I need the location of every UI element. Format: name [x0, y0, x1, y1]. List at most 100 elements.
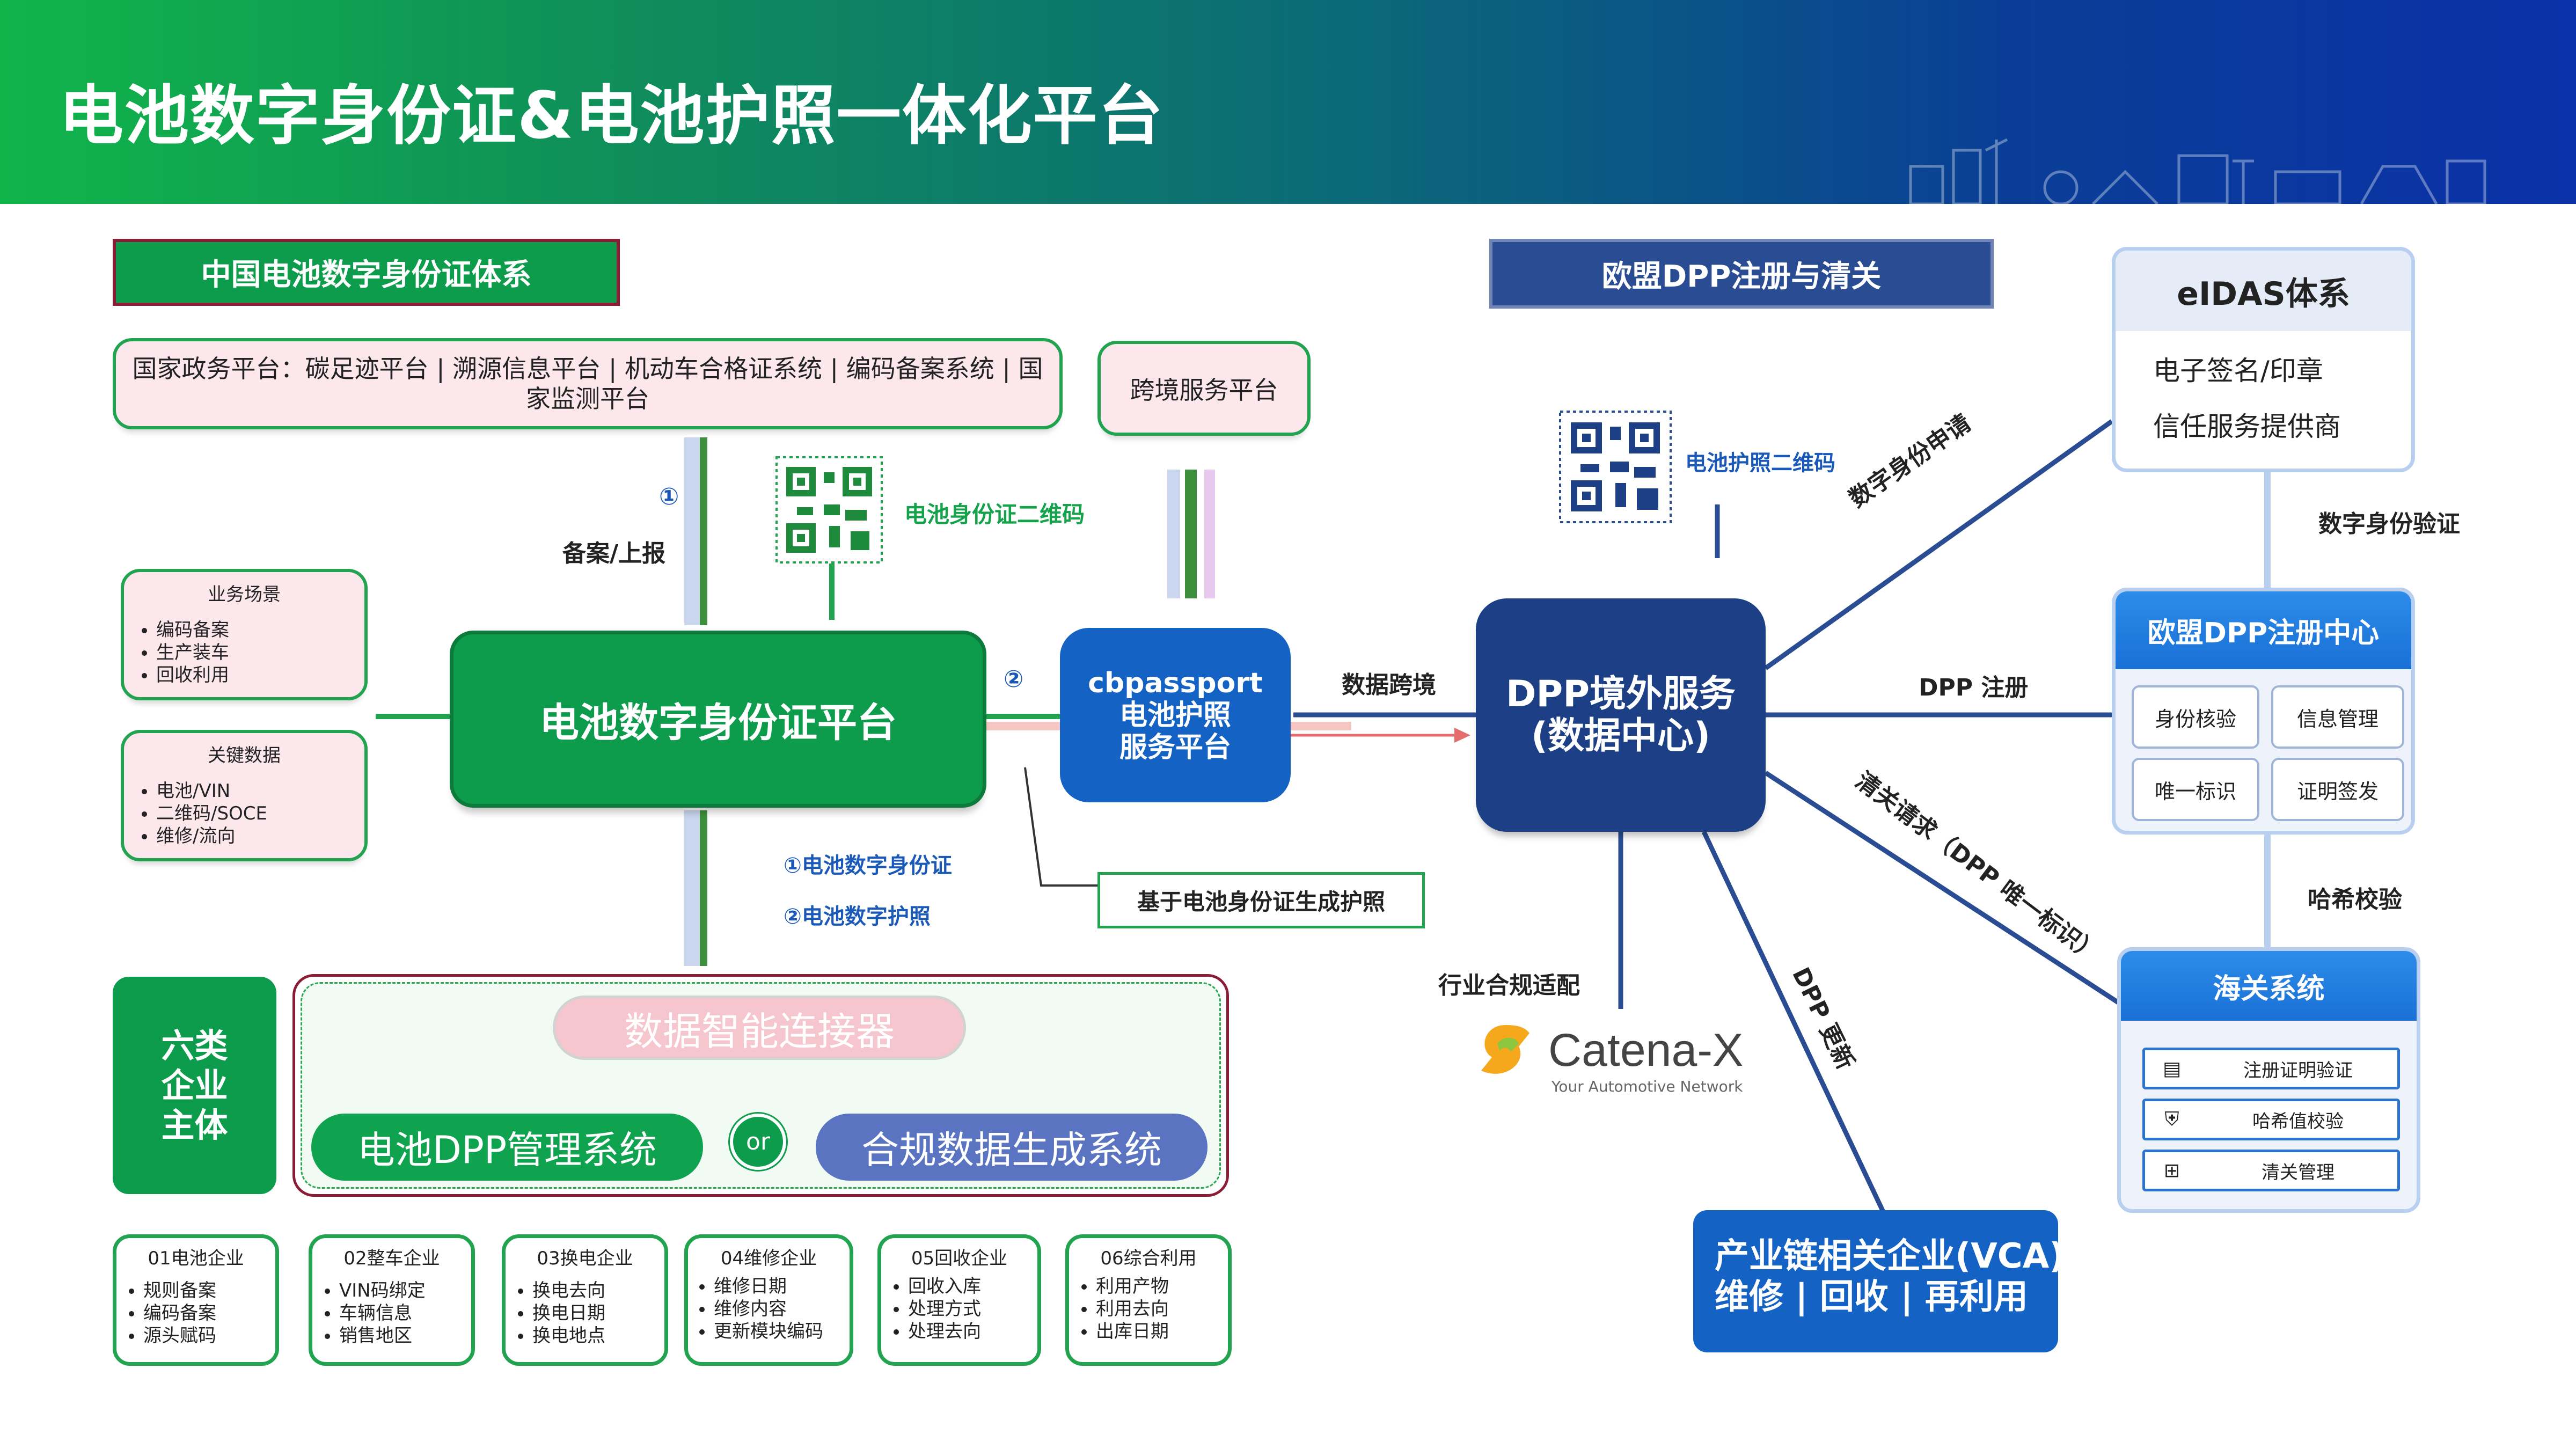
- battery-passport-qr-label: 电池护照二维码: [1685, 451, 1835, 475]
- eu-section-title: 欧盟DPP注册与清关: [1489, 239, 1994, 309]
- catena-x-tagline: Your Automotive Network: [1552, 1078, 1743, 1095]
- battery-id-qr-label: 电池身份证二维码: [904, 501, 1085, 528]
- enterprise-card-title: 06综合利用: [1100, 1248, 1197, 1269]
- customs-clearance-management: ⊞ 清关管理: [2142, 1150, 2400, 1191]
- customs-registration-verify: ▤ 注册证明验证: [2142, 1048, 2400, 1089]
- battery-id-platform[interactable]: 电池数字身份证平台: [450, 631, 986, 808]
- cbpassport-platform[interactable]: cbpassport 电池护照 服务平台: [1060, 628, 1291, 802]
- dpp-service-name: DPP境外服务: [1505, 672, 1736, 715]
- page-title: 电池数字身份证&电池护照一体化平台: [59, 79, 1164, 153]
- enterprise-card-item: 维修日期: [714, 1275, 843, 1298]
- cross-border-platform-box: 跨境服务平台: [1097, 341, 1311, 436]
- customs-title: 海关系统: [2121, 951, 2417, 1021]
- id-card-icon: ▤: [2162, 1057, 2181, 1080]
- vca-title: 产业链相关企业(VCA): [1715, 1236, 2065, 1276]
- catena-x-mark-icon: [1481, 1025, 1529, 1074]
- enterprise-card-battery: 01电池企业 规则备案编码备案源头赋码: [113, 1234, 279, 1366]
- registry-certificate-issue: 证明签发: [2271, 758, 2404, 821]
- legend-battery-passport: ②电池数字护照: [784, 904, 931, 929]
- enterprise-card-item: 销售地区: [339, 1324, 464, 1347]
- cbpassport-name: cbpassport: [1088, 667, 1263, 699]
- catena-x-logo: Catena-X Your Automotive Network: [1468, 1014, 1747, 1106]
- china-section-title: 中国电池数字身份证体系: [113, 239, 620, 306]
- vca-enterprises[interactable]: 产业链相关企业(VCA) 维修 | 回收 | 再利用: [1693, 1210, 2065, 1352]
- scenarios-box: 业务场景 编码备案 生产装车 回收利用: [121, 569, 368, 700]
- customs-hash-verify: ⛨ 哈希值校验: [2142, 1099, 2400, 1140]
- or-badge: or: [730, 1114, 786, 1170]
- data-cross-border-label: 数据跨境: [1342, 671, 1436, 699]
- shield-icon: ⛨: [2164, 1108, 2179, 1130]
- battery-id-qr-icon: [775, 456, 883, 564]
- key-data-box: 关键数据 电池/VIN 二维码/SOCE 维修/流向: [121, 730, 368, 861]
- enterprise-card-item: 回收入库: [908, 1275, 1030, 1298]
- customs-item-label: 清关管理: [2262, 1161, 2334, 1183]
- scenario-item: 回收利用: [156, 664, 352, 686]
- enterprise-card-title: 01电池企业: [148, 1248, 244, 1269]
- enterprise-card-item: 更新模块编码: [714, 1320, 843, 1343]
- eu-dpp-registry: 欧盟DPP注册中心 身份核验 信息管理 唯一标识 证明签发: [2112, 588, 2415, 835]
- enterprise-card-battery-swap: 03换电企业 换电去向换电日期换电地点: [502, 1234, 668, 1366]
- scenario-item: 编码备案: [156, 619, 352, 641]
- battery-dpp-management-system[interactable]: 电池DPP管理系统: [311, 1114, 703, 1181]
- skyline-decoration: [1909, 138, 2486, 204]
- enterprise-card-title: 04维修企业: [720, 1248, 817, 1269]
- enterprise-card-item: 换电去向: [532, 1279, 657, 1302]
- data-smart-connector[interactable]: 数据智能连接器: [553, 996, 966, 1060]
- compliance-data-generation-system[interactable]: 合规数据生成系统: [816, 1114, 1208, 1181]
- enterprise-card-item: 车辆信息: [339, 1302, 464, 1324]
- enterprise-card-item: 维修内容: [714, 1298, 843, 1320]
- enterprise-card-item: 利用产物: [1096, 1275, 1220, 1298]
- step1-marker: ①: [659, 483, 679, 510]
- enterprise-card-item: 编码备案: [143, 1302, 268, 1324]
- customs-system: 海关系统 ▤ 注册证明验证 ⛨ 哈希值校验 ⊞ 清关管理: [2117, 947, 2420, 1213]
- key-data-item: 维修/流向: [156, 825, 352, 847]
- cbpassport-line3: 服务平台: [1119, 731, 1231, 764]
- hash-check-label: 哈希校验: [2308, 886, 2402, 913]
- key-data-title: 关键数据: [208, 745, 281, 766]
- enterprise-card-utilization: 06综合利用 利用产物利用去向出库日期: [1065, 1234, 1232, 1366]
- enterprise-card-title: 05回收企业: [911, 1248, 1008, 1269]
- eidas-title: eIDAS体系: [2116, 251, 2411, 331]
- six-enterprise-types: 六类 企业 主体: [113, 977, 276, 1194]
- filing-label: 备案/上报: [562, 540, 666, 567]
- key-data-item: 二维码/SOCE: [156, 802, 352, 825]
- customs-item-label: 哈希值校验: [2252, 1110, 2344, 1132]
- registry-info-management: 信息管理: [2271, 685, 2404, 749]
- enterprise-card-item: 利用去向: [1096, 1298, 1220, 1320]
- digital-id-verify-label: 数字身份验证: [2318, 510, 2460, 538]
- dpp-service-sub: (数据中心): [1531, 714, 1711, 757]
- enterprise-card-recycling: 05回收企业 回收入库处理方式处理去向: [877, 1234, 1041, 1366]
- step2-marker: ②: [1004, 665, 1024, 693]
- enterprise-card-repair: 04维修企业 维修日期维修内容更新模块编码: [684, 1234, 853, 1366]
- enterprise-card-item: VIN码绑定: [339, 1279, 464, 1302]
- cbpassport-line2: 电池护照: [1119, 699, 1231, 731]
- legend-battery-id: ①电池数字身份证: [784, 853, 952, 878]
- enterprise-card-item: 处理方式: [908, 1298, 1030, 1320]
- enterprise-card-title: 02整车企业: [343, 1248, 440, 1269]
- scenario-item: 生产装车: [156, 641, 352, 664]
- eu-registry-title: 欧盟DPP注册中心: [2116, 591, 2411, 669]
- registry-unique-id: 唯一标识: [2132, 758, 2259, 821]
- enterprise-card-item: 处理去向: [908, 1320, 1030, 1343]
- registry-identity-check: 身份核验: [2132, 685, 2259, 749]
- vca-subtitle: 维修 | 回收 | 再利用: [1715, 1277, 2028, 1317]
- eidas-item: 电子签名/印章: [2153, 355, 2323, 386]
- dpp-register-label: DPP 注册: [1919, 674, 2029, 701]
- key-data-item: 电池/VIN: [156, 780, 352, 802]
- industry-compliance-label: 行业合规适配: [1438, 972, 1580, 999]
- enterprise-card-item: 规则备案: [143, 1279, 268, 1302]
- enterprise-card-item: 出库日期: [1096, 1320, 1220, 1343]
- enterprise-card-item: 换电日期: [532, 1302, 657, 1324]
- enterprise-card-title: 03换电企业: [537, 1248, 633, 1269]
- catena-x-name: Catena-X: [1548, 1024, 1744, 1076]
- header-banner: [0, 0, 2576, 204]
- dpp-overseas-service[interactable]: DPP境外服务 (数据中心): [1476, 598, 1766, 832]
- scenarios-title: 业务场景: [208, 584, 281, 605]
- eidas-card: eIDAS体系 电子签名/印章 信任服务提供商: [2112, 247, 2415, 472]
- eidas-item: 信任服务提供商: [2153, 411, 2341, 442]
- passport-generation-note: 基于电池身份证生成护照: [1097, 872, 1425, 928]
- battery-passport-qr-icon: [1559, 411, 1672, 523]
- enterprise-card-item: 换电地点: [532, 1324, 657, 1347]
- box-icon: ⊞: [2163, 1159, 2180, 1182]
